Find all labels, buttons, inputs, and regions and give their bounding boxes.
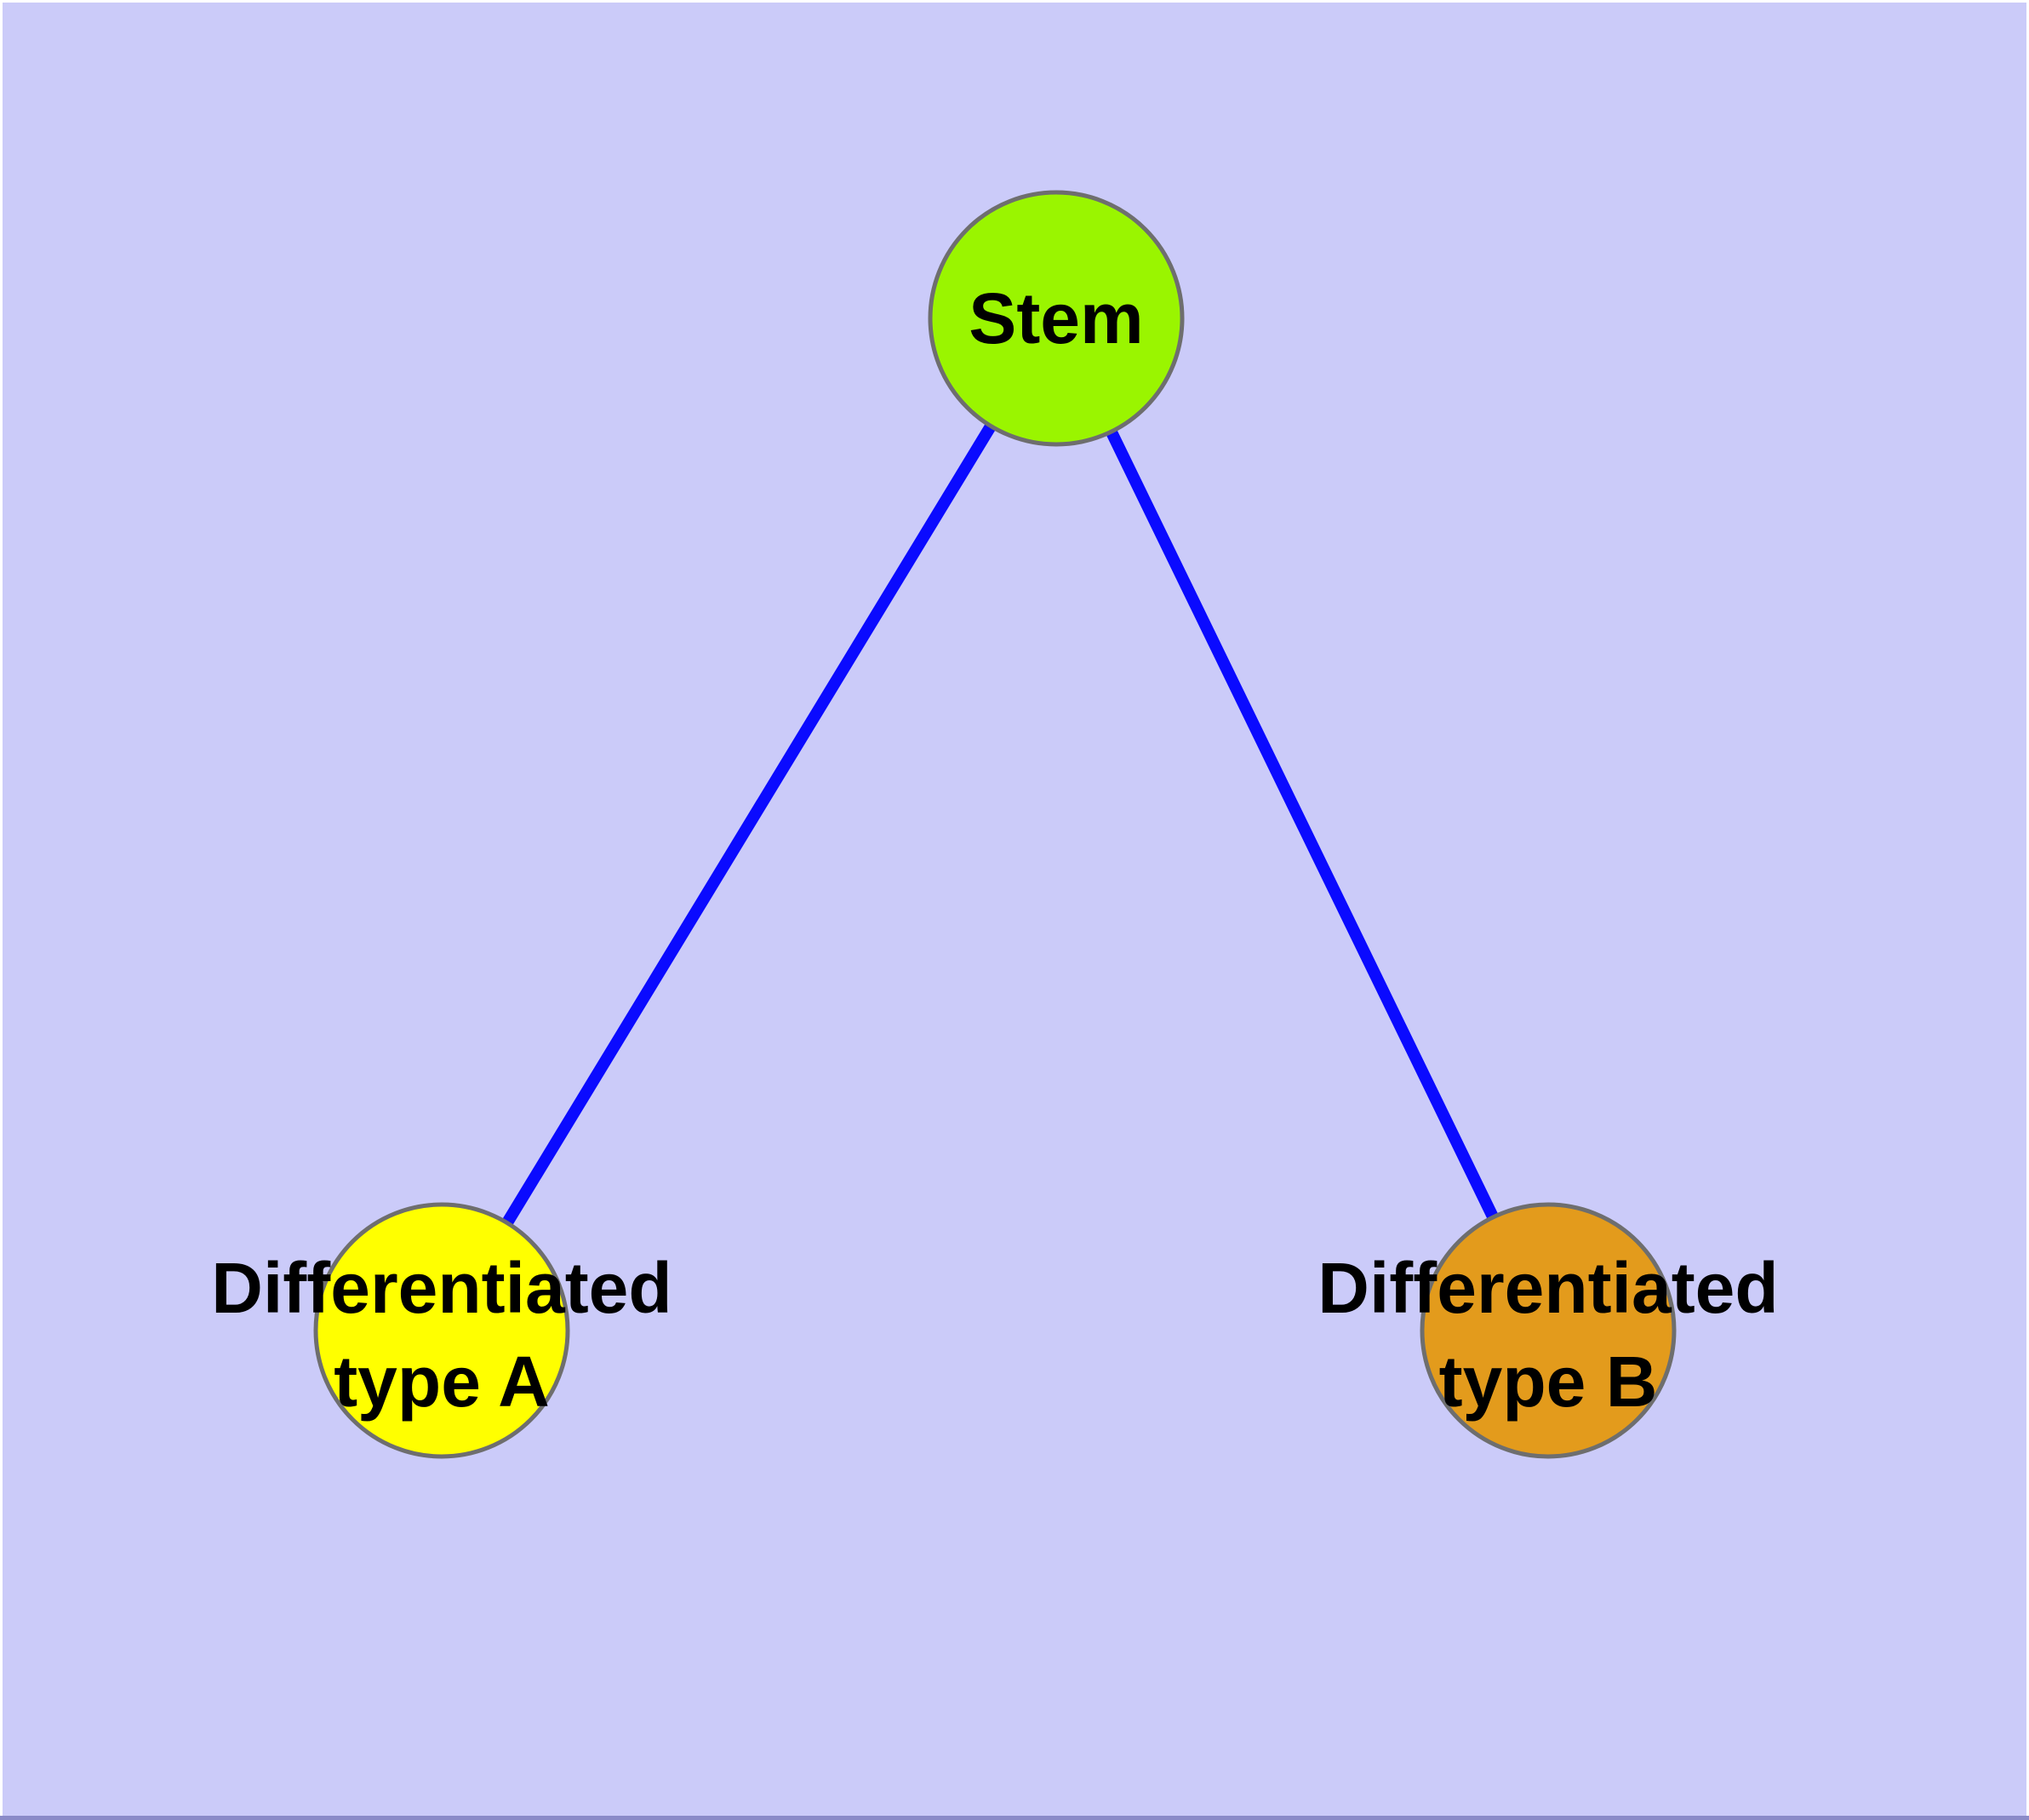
bottom-edge-line: [0, 1816, 2029, 1820]
node-label-type-a-line2: type A: [334, 1342, 550, 1422]
node-differentiated-type-a: [313, 1202, 570, 1459]
node-differentiated-type-b: [1420, 1202, 1677, 1459]
node-label-type-b-line1: Differentiated: [1317, 1248, 1778, 1328]
node-label-stem: Stem: [969, 278, 1143, 358]
node-stem: [928, 190, 1185, 447]
edge-stem-to-type-b: [1050, 315, 1554, 1334]
edge-stem-to-type-a: [437, 315, 1061, 1334]
node-label-type-a-line1: Differentiated: [211, 1248, 672, 1328]
node-label-type-b-line2: type B: [1439, 1342, 1658, 1422]
